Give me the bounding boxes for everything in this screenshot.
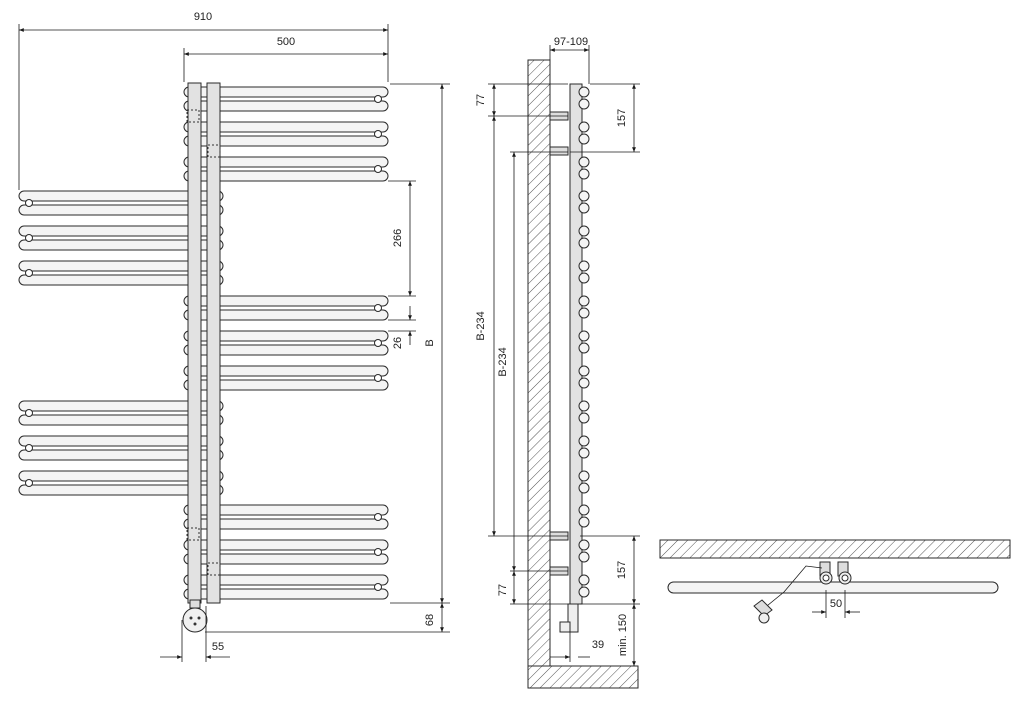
side-dimension-lines — [488, 45, 640, 666]
heater-knob — [182, 599, 208, 633]
height-minus-label-b: B-234 — [497, 347, 509, 376]
top-view: 50 — [659, 539, 1011, 624]
heater-depth-label: 39 — [592, 639, 604, 651]
bottom-offset-side-label: 77 — [497, 584, 509, 596]
floor-clearance-label: min. 150 — [617, 614, 629, 656]
wall-section — [527, 59, 551, 667]
top-wall-section — [659, 539, 1011, 559]
side-view: 97-109 77 157 B-234 B-234 157 77 min. 15… — [475, 36, 640, 689]
bar-gap-label: 26 — [392, 337, 404, 349]
front-view: 910 500 266 26 B 68 55 — [18, 11, 450, 662]
left-bars — [18, 190, 224, 496]
floor-section — [527, 665, 639, 689]
side-heater — [559, 603, 579, 633]
front-dimension-lines — [18, 24, 450, 662]
top-valves — [819, 561, 852, 585]
power-cable — [753, 565, 823, 624]
height-minus-label-a: B-234 — [475, 311, 487, 340]
bar-pitch-label: 266 — [392, 229, 404, 247]
top-offset-label: 77 — [475, 94, 487, 106]
side-bar-loops — [578, 86, 590, 598]
right-bars — [183, 86, 389, 600]
upper-bracket-label: 157 — [616, 109, 628, 127]
overall-width-label: 910 — [194, 11, 212, 23]
wall-brackets — [549, 111, 569, 576]
top-bar — [667, 581, 999, 594]
height-label: B — [424, 339, 436, 346]
pipe-spacing-label: 50 — [830, 598, 842, 610]
lower-bracket-label: 157 — [616, 561, 628, 579]
wall-depth-label: 97-109 — [554, 36, 588, 48]
bottom-offset-label: 68 — [424, 614, 436, 626]
top-dimension-lines — [812, 590, 860, 618]
valve-offset-label: 55 — [212, 641, 224, 653]
right-width-label: 500 — [277, 36, 295, 48]
